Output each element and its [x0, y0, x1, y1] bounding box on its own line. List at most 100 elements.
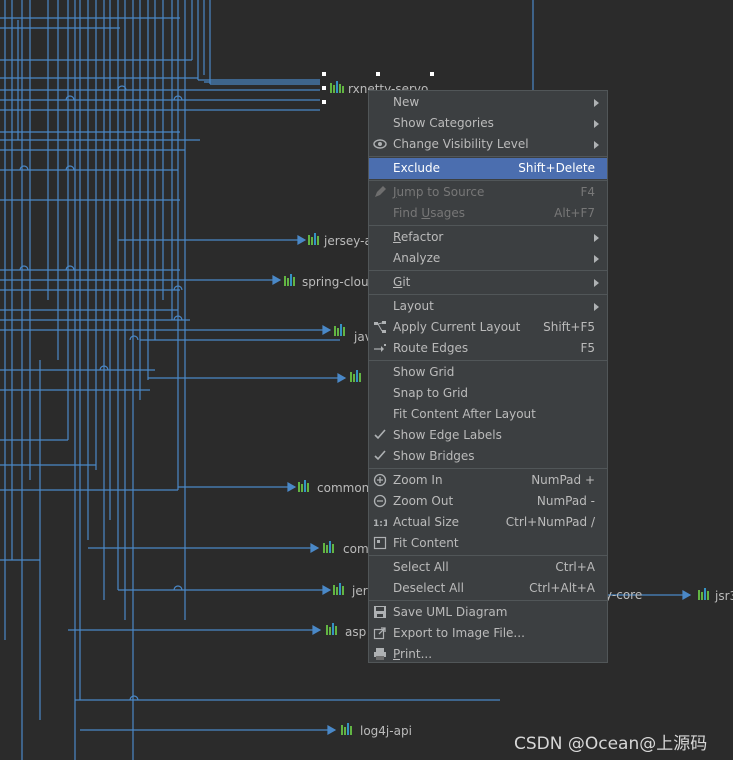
- menu-item-shortcut: Ctrl+A: [555, 560, 595, 574]
- menu-item-label: Select All: [393, 560, 449, 574]
- watermark: CSDN @Ocean@上源码: [514, 734, 708, 754]
- menu-item-show-bridges[interactable]: Show Bridges: [369, 446, 607, 467]
- menu-separator: [369, 360, 607, 361]
- submenu-arrow-icon: [594, 141, 599, 149]
- node-label: y-core: [605, 588, 642, 602]
- menu-item-layout[interactable]: Layout: [369, 296, 607, 317]
- node-label: jer: [351, 584, 368, 598]
- node-jsr[interactable]: jsr3: [698, 588, 733, 603]
- node-com[interactable]: com: [323, 541, 369, 556]
- menu-item-label: Deselect All: [393, 581, 464, 595]
- menu-item-label: Zoom In: [393, 473, 443, 487]
- menu-item-label: Refactor: [393, 230, 444, 244]
- menu-item-label: Save UML Diagram: [393, 605, 508, 619]
- menu-item-label: Show Bridges: [393, 449, 475, 463]
- menu-item-label: Show Categories: [393, 116, 494, 130]
- menu-item-shortcut: F5: [580, 341, 595, 355]
- save-icon: [373, 605, 387, 619]
- menu-item-label: Show Grid: [393, 365, 455, 379]
- menu-item-git[interactable]: Git: [369, 272, 607, 293]
- menu-item-shortcut: Shift+Delete: [518, 161, 595, 175]
- export-icon: [373, 626, 387, 640]
- node-label: jersey-a: [323, 234, 372, 248]
- menu-item-zoom-out[interactable]: Zoom Out NumPad -: [369, 491, 607, 512]
- node-log4j[interactable]: log4j-api: [341, 723, 412, 738]
- menu-item-refactor[interactable]: Refactor: [369, 227, 607, 248]
- menu-item-label: Route Edges: [393, 341, 469, 355]
- menu-item-show-categories[interactable]: Show Categories: [369, 113, 607, 134]
- submenu-arrow-icon: [594, 120, 599, 128]
- zoom-in-icon: [373, 473, 387, 487]
- submenu-arrow-icon: [594, 303, 599, 311]
- menu-separator: [369, 180, 607, 181]
- selection-handles[interactable]: [322, 72, 434, 104]
- module-icon: [298, 480, 309, 492]
- menu-item-shortcut: Shift+F5: [543, 320, 595, 334]
- menu-item-show-edge-labels[interactable]: Show Edge Labels: [369, 425, 607, 446]
- diagram-edges: [0, 0, 692, 760]
- menu-item-shortcut: Alt+F7: [554, 206, 595, 220]
- menu-item-label: Zoom Out: [393, 494, 454, 508]
- node-jer[interactable]: jer: [333, 583, 368, 598]
- menu-item-apply-current-layout[interactable]: Apply Current Layout Shift+F5: [369, 317, 607, 338]
- menu-item-label: Print...: [393, 647, 433, 661]
- check-icon: [373, 428, 387, 442]
- menu-item-fit-content-after-layout[interactable]: Fit Content After Layout: [369, 404, 607, 425]
- print-icon: [373, 647, 387, 661]
- menu-item-label: Layout: [393, 299, 434, 313]
- node-core[interactable]: y-core: [605, 588, 642, 602]
- node-spring-clou[interactable]: spring-clou: [284, 274, 369, 289]
- menu-item-analyze[interactable]: Analyze: [369, 248, 607, 269]
- module-icon: [330, 81, 344, 93]
- menu-item-shortcut: NumPad -: [536, 494, 595, 508]
- menu-item-shortcut: Ctrl+Alt+A: [529, 581, 595, 595]
- menu-item-change-visibility-level[interactable]: Change Visibility Level: [369, 134, 607, 155]
- menu-item-label: Change Visibility Level: [393, 137, 529, 151]
- module-icon: [333, 583, 344, 595]
- menu-item-shortcut: F4: [580, 185, 595, 199]
- module-icon: [350, 370, 361, 382]
- menu-separator: [369, 156, 607, 157]
- zoom-out-icon: [373, 494, 387, 508]
- submenu-arrow-icon: [594, 255, 599, 263]
- menu-item-exclude[interactable]: Exclude Shift+Delete: [369, 158, 607, 179]
- menu-item-print[interactable]: Print...: [369, 644, 607, 665]
- menu-item-snap-to-grid[interactable]: Snap to Grid: [369, 383, 607, 404]
- module-icon: [341, 723, 352, 735]
- menu-item-label: Export to Image File...: [393, 626, 525, 640]
- node-asp[interactable]: asp: [326, 623, 366, 639]
- menu-item-label: Jump to Source: [393, 185, 485, 199]
- menu-item-route-edges[interactable]: Route Edges F5: [369, 338, 607, 359]
- module-icon: [326, 623, 337, 635]
- node-jav[interactable]: jav: [334, 324, 372, 344]
- check-icon: [373, 449, 387, 463]
- node-label: common: [317, 481, 369, 495]
- menu-item-label: Show Edge Labels: [393, 428, 502, 442]
- node-label: com: [343, 542, 369, 556]
- menu-item-fit-content[interactable]: Fit Content: [369, 533, 607, 554]
- menu-separator: [369, 270, 607, 271]
- module-icon: [698, 588, 709, 600]
- menu-separator: [369, 468, 607, 469]
- menu-item-label: Fit Content: [393, 536, 459, 550]
- node-common[interactable]: common: [298, 480, 369, 495]
- node-unnamed[interactable]: [350, 370, 361, 382]
- submenu-arrow-icon: [594, 234, 599, 242]
- menu-item-export-to-image-file[interactable]: Export to Image File...: [369, 623, 607, 644]
- menu-item-label: Exclude: [393, 161, 441, 175]
- menu-item-deselect-all[interactable]: Deselect All Ctrl+Alt+A: [369, 578, 607, 599]
- menu-separator: [369, 600, 607, 601]
- menu-item-select-all[interactable]: Select All Ctrl+A: [369, 557, 607, 578]
- menu-separator: [369, 225, 607, 226]
- menu-item-label: Snap to Grid: [393, 386, 469, 400]
- node-jersey-a[interactable]: jersey-a: [308, 233, 372, 248]
- menu-item-show-grid[interactable]: Show Grid: [369, 362, 607, 383]
- menu-item-label: Fit Content After Layout: [393, 407, 536, 421]
- menu-item-new[interactable]: New: [369, 92, 607, 113]
- menu-item-save-uml-diagram[interactable]: Save UML Diagram: [369, 602, 607, 623]
- menu-item-label: Apply Current Layout: [393, 320, 521, 334]
